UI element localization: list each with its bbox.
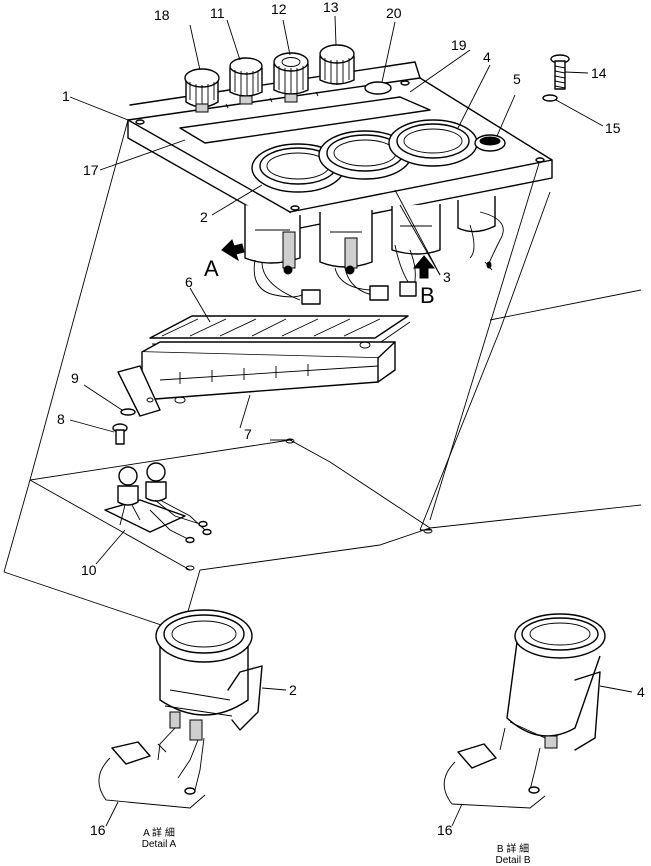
detail-b-caption-en: Detail B [478, 856, 548, 866]
knob-18 [185, 69, 219, 112]
callout-2-detail-a: 2 [289, 683, 297, 697]
knob-11 [230, 58, 262, 104]
indicator-5 [475, 135, 505, 151]
callout-1: 1 [62, 89, 70, 103]
callout-19: 19 [451, 38, 467, 52]
bracket-7 [118, 342, 395, 416]
washer-15 [543, 95, 557, 101]
detail-a-caption-jp: A 詳 細 [124, 829, 194, 840]
detail-b-caption-jp: B 詳 細 [478, 845, 548, 856]
callout-11: 11 [210, 6, 225, 20]
view-marker-a: A [204, 258, 219, 280]
callout-4: 4 [483, 50, 491, 64]
detail-a-caption: A 詳 細 Detail A [124, 829, 194, 850]
detail-b-drawing [444, 614, 605, 808]
bulb-panel [150, 316, 410, 344]
callout-15: 15 [605, 121, 621, 135]
callout-6: 6 [185, 275, 193, 289]
bulb-sockets-10 [105, 463, 211, 543]
callout-18: 18 [154, 8, 170, 22]
callout-13: 13 [323, 0, 339, 14]
plug-20 [365, 82, 391, 94]
knob-13 [320, 45, 354, 85]
callout-8: 8 [57, 412, 65, 426]
callout-4-detail-b: 4 [637, 685, 645, 699]
callout-2: 2 [200, 210, 208, 224]
detail-a-caption-en: Detail A [124, 840, 194, 851]
callout-16: 16 [90, 823, 106, 837]
view-marker-b: B [420, 285, 435, 307]
bolt-8 [113, 424, 127, 444]
callout-9: 9 [71, 371, 79, 385]
callout-17: 17 [83, 163, 99, 177]
callout-10: 10 [81, 563, 97, 577]
callout-7: 7 [244, 427, 252, 441]
callout-14: 14 [591, 66, 607, 80]
washer-9 [121, 409, 135, 415]
detail-a-drawing [99, 610, 262, 808]
callout-12: 12 [271, 2, 287, 16]
detail-b-caption: B 詳 細 Detail B [478, 845, 548, 866]
callout-20: 20 [386, 6, 402, 20]
gauges [245, 120, 505, 304]
callout-3: 3 [443, 270, 451, 284]
arrow-a [222, 240, 244, 260]
callout-5: 5 [513, 72, 521, 86]
callout-16-detail-b: 16 [437, 823, 453, 837]
gauge-4-face [389, 120, 477, 166]
